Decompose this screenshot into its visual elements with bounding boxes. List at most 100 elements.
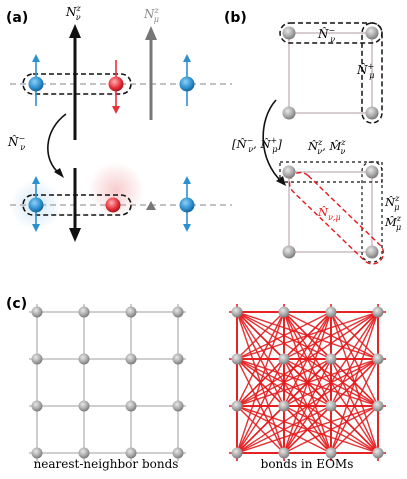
spin3-ball <box>179 76 195 92</box>
spin6-arrowhead <box>183 176 191 184</box>
tl-a-sup: z <box>317 138 323 147</box>
diag-base: N̂ <box>317 205 329 219</box>
lattice-node <box>78 353 90 365</box>
b2-node-tl <box>282 165 296 179</box>
lattice-node <box>372 447 384 459</box>
right-op-sup: + <box>368 62 375 71</box>
top-op-sub: ν <box>330 35 335 44</box>
eom-bond <box>236 405 285 454</box>
lattice-node <box>325 400 337 412</box>
spin2-ball <box>108 76 124 92</box>
right-bond-box <box>361 22 383 124</box>
right-op-label: N̂+μ <box>356 62 374 80</box>
n-mu-z-sub: μ <box>154 15 159 24</box>
lattice-node <box>172 306 184 318</box>
lattice-node <box>231 353 243 365</box>
comm-close: ] <box>276 137 282 151</box>
halo-red <box>88 162 144 218</box>
nearest-neighbor-lattice <box>29 304 186 461</box>
lattice-node <box>31 353 43 365</box>
lattice-node <box>172 447 184 459</box>
eom-bond <box>236 405 379 454</box>
top-op-base: N̂ <box>317 26 329 41</box>
b-curve <box>262 99 283 183</box>
eom-bond <box>236 311 379 360</box>
b-node-tl <box>282 26 296 40</box>
lattice-node <box>125 306 137 318</box>
b-node-tr <box>365 26 379 40</box>
comm-mid: , N̂ <box>253 137 271 151</box>
eom-bond <box>236 358 332 407</box>
rb-sup: z <box>396 214 402 223</box>
spin6-arrowhead-down <box>183 224 191 232</box>
lattice-node <box>31 306 43 318</box>
n-nu-z-sub: ν <box>76 13 81 22</box>
right-op-base: N̂ <box>356 62 368 77</box>
lattice-node <box>372 353 384 365</box>
eom-lattice <box>229 304 386 461</box>
n-nu-z-arrowhead <box>69 24 81 38</box>
n-mu-z-sup: z <box>154 6 160 15</box>
n-mu-z-arrowhead <box>145 26 157 40</box>
lattice-node <box>31 400 43 412</box>
lattice-node <box>372 400 384 412</box>
op-curve <box>47 113 67 175</box>
op-label: N̂−ν <box>7 134 25 152</box>
comm-sub1: ν <box>248 145 253 154</box>
eom-bond <box>236 405 332 454</box>
spin5-ball <box>105 197 121 213</box>
spin4-arrowhead-down <box>32 224 40 232</box>
spin6-ball <box>179 197 195 213</box>
spin4-arrowhead <box>32 176 40 184</box>
op-sup: − <box>19 134 26 143</box>
caption-right: bonds in EOMs <box>261 457 354 471</box>
commutator-label: [N̂−ν, N̂+μ] <box>232 136 282 154</box>
lattice-node <box>78 306 90 318</box>
lattice-node <box>172 400 184 412</box>
spin4-ball <box>28 197 44 213</box>
panel-b: (b) N̂−ν N̂+μ [N̂−ν, N̂+μ] <box>224 10 402 265</box>
panel-c: (c) nearest-neighbor bonds bonds in EOMs <box>6 296 386 471</box>
panel-b-label: (b) <box>224 10 247 26</box>
tl-b-sup: z <box>340 138 346 147</box>
tl-a-base: N̂ <box>307 139 319 153</box>
lattice-node <box>125 353 137 365</box>
lattice-node <box>78 447 90 459</box>
spin2-arrowhead <box>112 106 120 114</box>
b-node-br <box>365 106 379 120</box>
eom-bond <box>236 311 332 360</box>
lattice-node <box>231 306 243 318</box>
rb-base: M̂ <box>384 215 398 229</box>
n-nu-z-sup: z <box>76 4 82 13</box>
panel-a-label: (a) <box>6 10 28 26</box>
n-mu-z-base: N <box>143 7 155 21</box>
lattice-node <box>125 447 137 459</box>
op-curve-head <box>54 168 64 178</box>
b2-node-br <box>365 245 379 259</box>
b2-node-tr <box>365 165 379 179</box>
diag-op-label: N̂ν,μ <box>317 205 341 222</box>
rb-sub: μ <box>396 223 401 232</box>
down-arrowhead <box>69 228 81 242</box>
top-op-sup: − <box>329 26 336 35</box>
tl-b-base: M̂ <box>328 139 342 153</box>
pair-box-bottom <box>22 194 132 216</box>
eom-bond <box>283 405 379 454</box>
tl-b-sub: ν <box>340 147 345 156</box>
right-op-sub: μ <box>369 71 374 80</box>
ra-sub: μ <box>394 203 399 212</box>
spin1-ball <box>28 76 44 92</box>
gray-triangle <box>146 201 156 210</box>
eom-bond <box>236 358 379 407</box>
lattice-node <box>372 306 384 318</box>
comm-sup2: + <box>271 136 278 145</box>
comm-sub2: μ <box>272 145 277 154</box>
op-base: N̂ <box>7 134 19 149</box>
lattice-node <box>278 447 290 459</box>
